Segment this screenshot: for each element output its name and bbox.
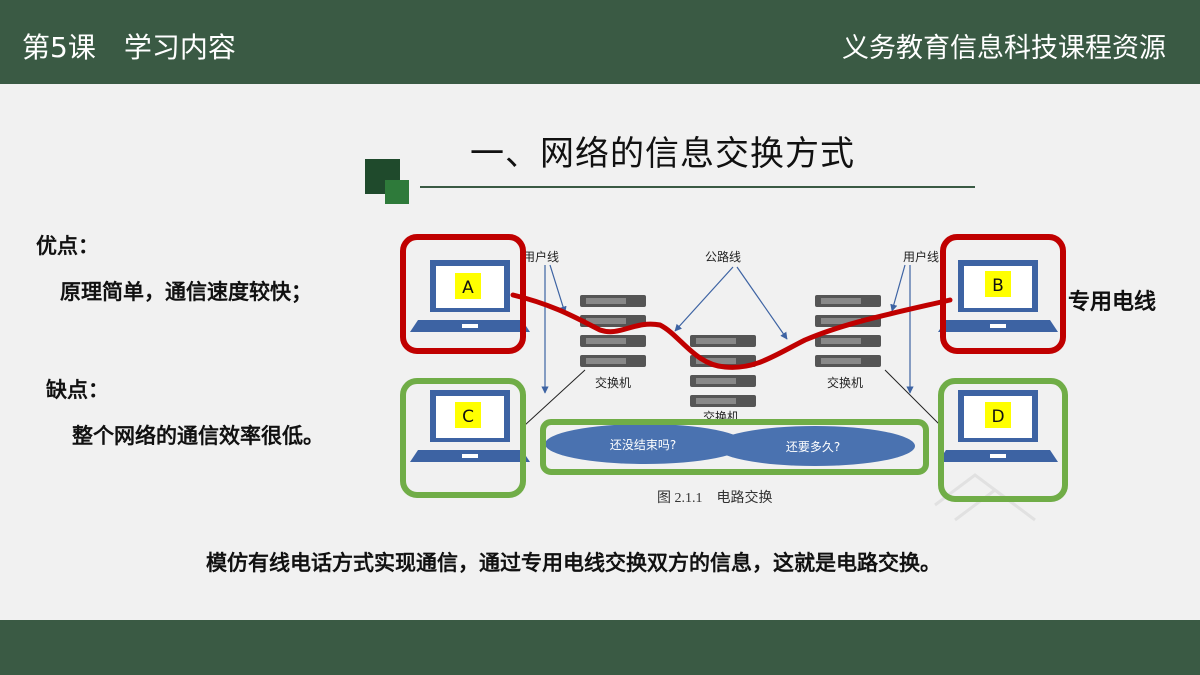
chat-bubble-left-text: 还没结束吗?	[610, 437, 676, 452]
svg-text:C: C	[462, 407, 474, 427]
disadvantages-text: 整个网络的通信效率很低。	[72, 424, 324, 448]
chat-bubble-right	[715, 426, 915, 466]
computer-c-icon: C	[410, 390, 530, 462]
computer-b-highlight	[940, 234, 1066, 354]
computer-a-icon: A	[410, 260, 530, 332]
switch-left-label: 交换机	[595, 375, 631, 390]
dedicated-circuit-line	[510, 292, 953, 370]
public-line-label: 公路线	[705, 249, 741, 264]
computer-c-highlight	[400, 378, 526, 498]
diagram-caption: 图 2.1.1 电路交换	[657, 489, 773, 506]
conclusion-text: 模仿有线电话方式实现通信，通过专用电线交换双方的信息，这就是电路交换。	[206, 551, 941, 575]
resource-title: 义务教育信息科技课程资源	[842, 33, 1166, 64]
slide-title: 一、网络的信息交换方式	[470, 134, 855, 174]
user-line-right-label: 用户线	[903, 249, 939, 264]
user-line-left-label: 用户线	[523, 249, 559, 264]
advantages-heading: 优点：	[36, 234, 99, 258]
computer-a-highlight	[400, 234, 526, 354]
advantages-text: 原理简单，通信速度较快；	[60, 280, 312, 304]
svg-text:D: D	[991, 407, 1004, 427]
computer-d-icon: D	[938, 390, 1058, 462]
chat-bubble-right-text: 还要多久?	[786, 440, 840, 454]
chat-bubble-left	[545, 424, 745, 464]
switch-right-label: 交换机	[827, 375, 863, 390]
special-line-label: 专用电线	[1068, 290, 1157, 315]
header-bar: 第5课 学习内容 义务教育信息科技课程资源	[0, 0, 1200, 84]
link-lines	[524, 369, 941, 426]
svg-text:A: A	[462, 278, 474, 298]
lesson-title: 第5课 学习内容	[22, 31, 236, 64]
link-arrows	[541, 264, 914, 394]
computer-b-icon: B	[938, 260, 1058, 332]
switch-middle-icon	[690, 335, 756, 407]
title-underline	[420, 186, 975, 188]
circuit-switching-diagram: 用户线 公路线 用户线 交换机 交换机 交换机 A B C D 还没结束吗? 还…	[395, 225, 1095, 530]
computer-d-highlight	[938, 378, 1068, 502]
chat-highlight	[540, 419, 929, 475]
title-decoration-square-small	[385, 180, 409, 204]
disadvantages-heading: 缺点：	[46, 378, 109, 402]
footer-bar	[0, 620, 1200, 675]
svg-text:B: B	[992, 276, 1004, 296]
